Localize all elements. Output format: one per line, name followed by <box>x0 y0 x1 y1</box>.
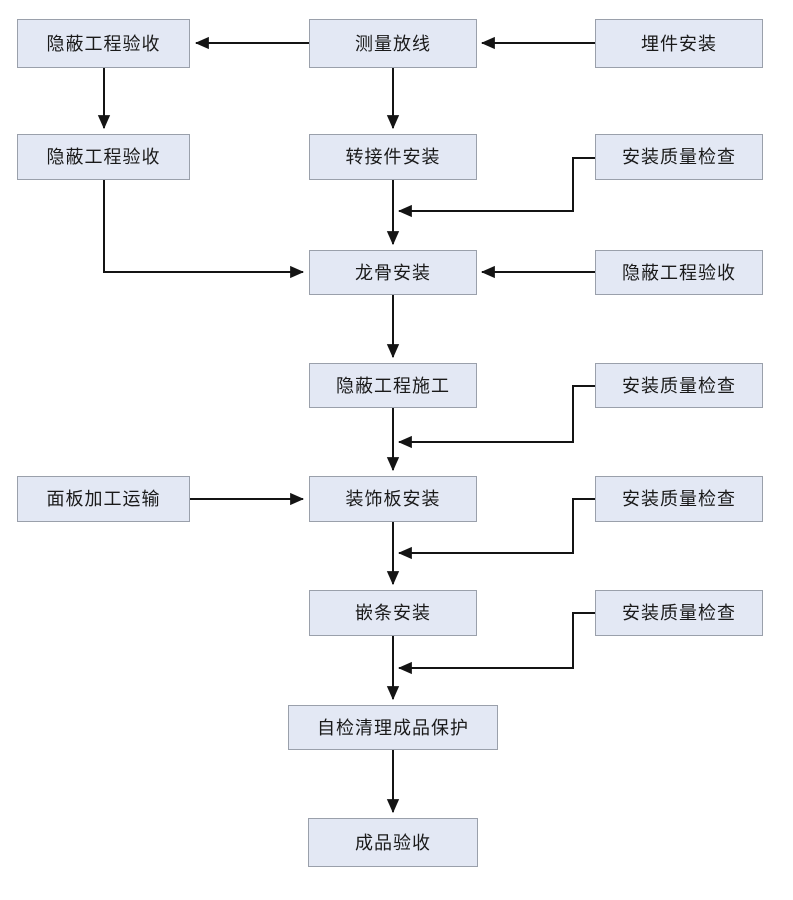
node-yinbi-gongcheng-yanshou-3[interactable]: 隐蔽工程验收 <box>595 250 763 295</box>
node-label: 埋件安装 <box>641 33 717 54</box>
node-label: 自检清理成品保护 <box>317 717 469 738</box>
node-zijian-qingli-chengpin-baohu[interactable]: 自检清理成品保护 <box>288 705 498 750</box>
node-mianban-jiagong-yunshu[interactable]: 面板加工运输 <box>17 476 190 522</box>
node-label: 测量放线 <box>355 33 431 54</box>
node-celiang-fangxian[interactable]: 测量放线 <box>309 19 477 68</box>
node-label: 安装质量检查 <box>622 603 736 623</box>
node-label: 面板加工运输 <box>46 489 161 509</box>
node-label: 安装质量检查 <box>622 489 736 509</box>
node-yinbi-gongcheng-yanshou-2[interactable]: 隐蔽工程验收 <box>17 134 190 180</box>
node-chengpin-yanshou[interactable]: 成品验收 <box>308 818 478 867</box>
node-qiantiao-anzhuang[interactable]: 嵌条安装 <box>309 590 477 636</box>
node-label: 安装质量检查 <box>622 375 736 396</box>
node-anzhuang-zhiliang-jiancha-2[interactable]: 安装质量检查 <box>595 363 763 408</box>
node-label: 隐蔽工程施工 <box>336 375 450 396</box>
node-anzhuang-zhiliang-jiancha-1[interactable]: 安装质量检查 <box>595 134 763 180</box>
node-zhuangshiban-anzhuang[interactable]: 装饰板安装 <box>309 476 477 522</box>
node-longgu-anzhuang[interactable]: 龙骨安装 <box>309 250 477 295</box>
node-maijian-anzhuang[interactable]: 埋件安装 <box>595 19 763 68</box>
node-zhuanjiejian-anzhuang[interactable]: 转接件安装 <box>309 134 477 180</box>
edge-yanshou2-to-longgu <box>103 180 305 279</box>
node-label: 安装质量检查 <box>622 147 736 167</box>
node-yinbi-gongcheng-yanshou-1[interactable]: 隐蔽工程验收 <box>17 19 190 68</box>
node-label: 隐蔽工程验收 <box>46 147 161 167</box>
node-label: 隐蔽工程验收 <box>622 262 736 283</box>
node-label: 成品验收 <box>355 832 431 853</box>
node-label: 隐蔽工程验收 <box>46 33 161 54</box>
node-anzhuang-zhiliang-jiancha-4[interactable]: 安装质量检查 <box>595 590 763 636</box>
node-yinbi-gongcheng-shigong[interactable]: 隐蔽工程施工 <box>309 363 477 408</box>
node-label: 装饰板安装 <box>345 489 441 509</box>
node-label: 转接件安装 <box>345 147 441 167</box>
node-label: 嵌条安装 <box>355 603 431 623</box>
node-anzhuang-zhiliang-jiancha-3[interactable]: 安装质量检查 <box>595 476 763 522</box>
node-label: 龙骨安装 <box>355 262 431 283</box>
